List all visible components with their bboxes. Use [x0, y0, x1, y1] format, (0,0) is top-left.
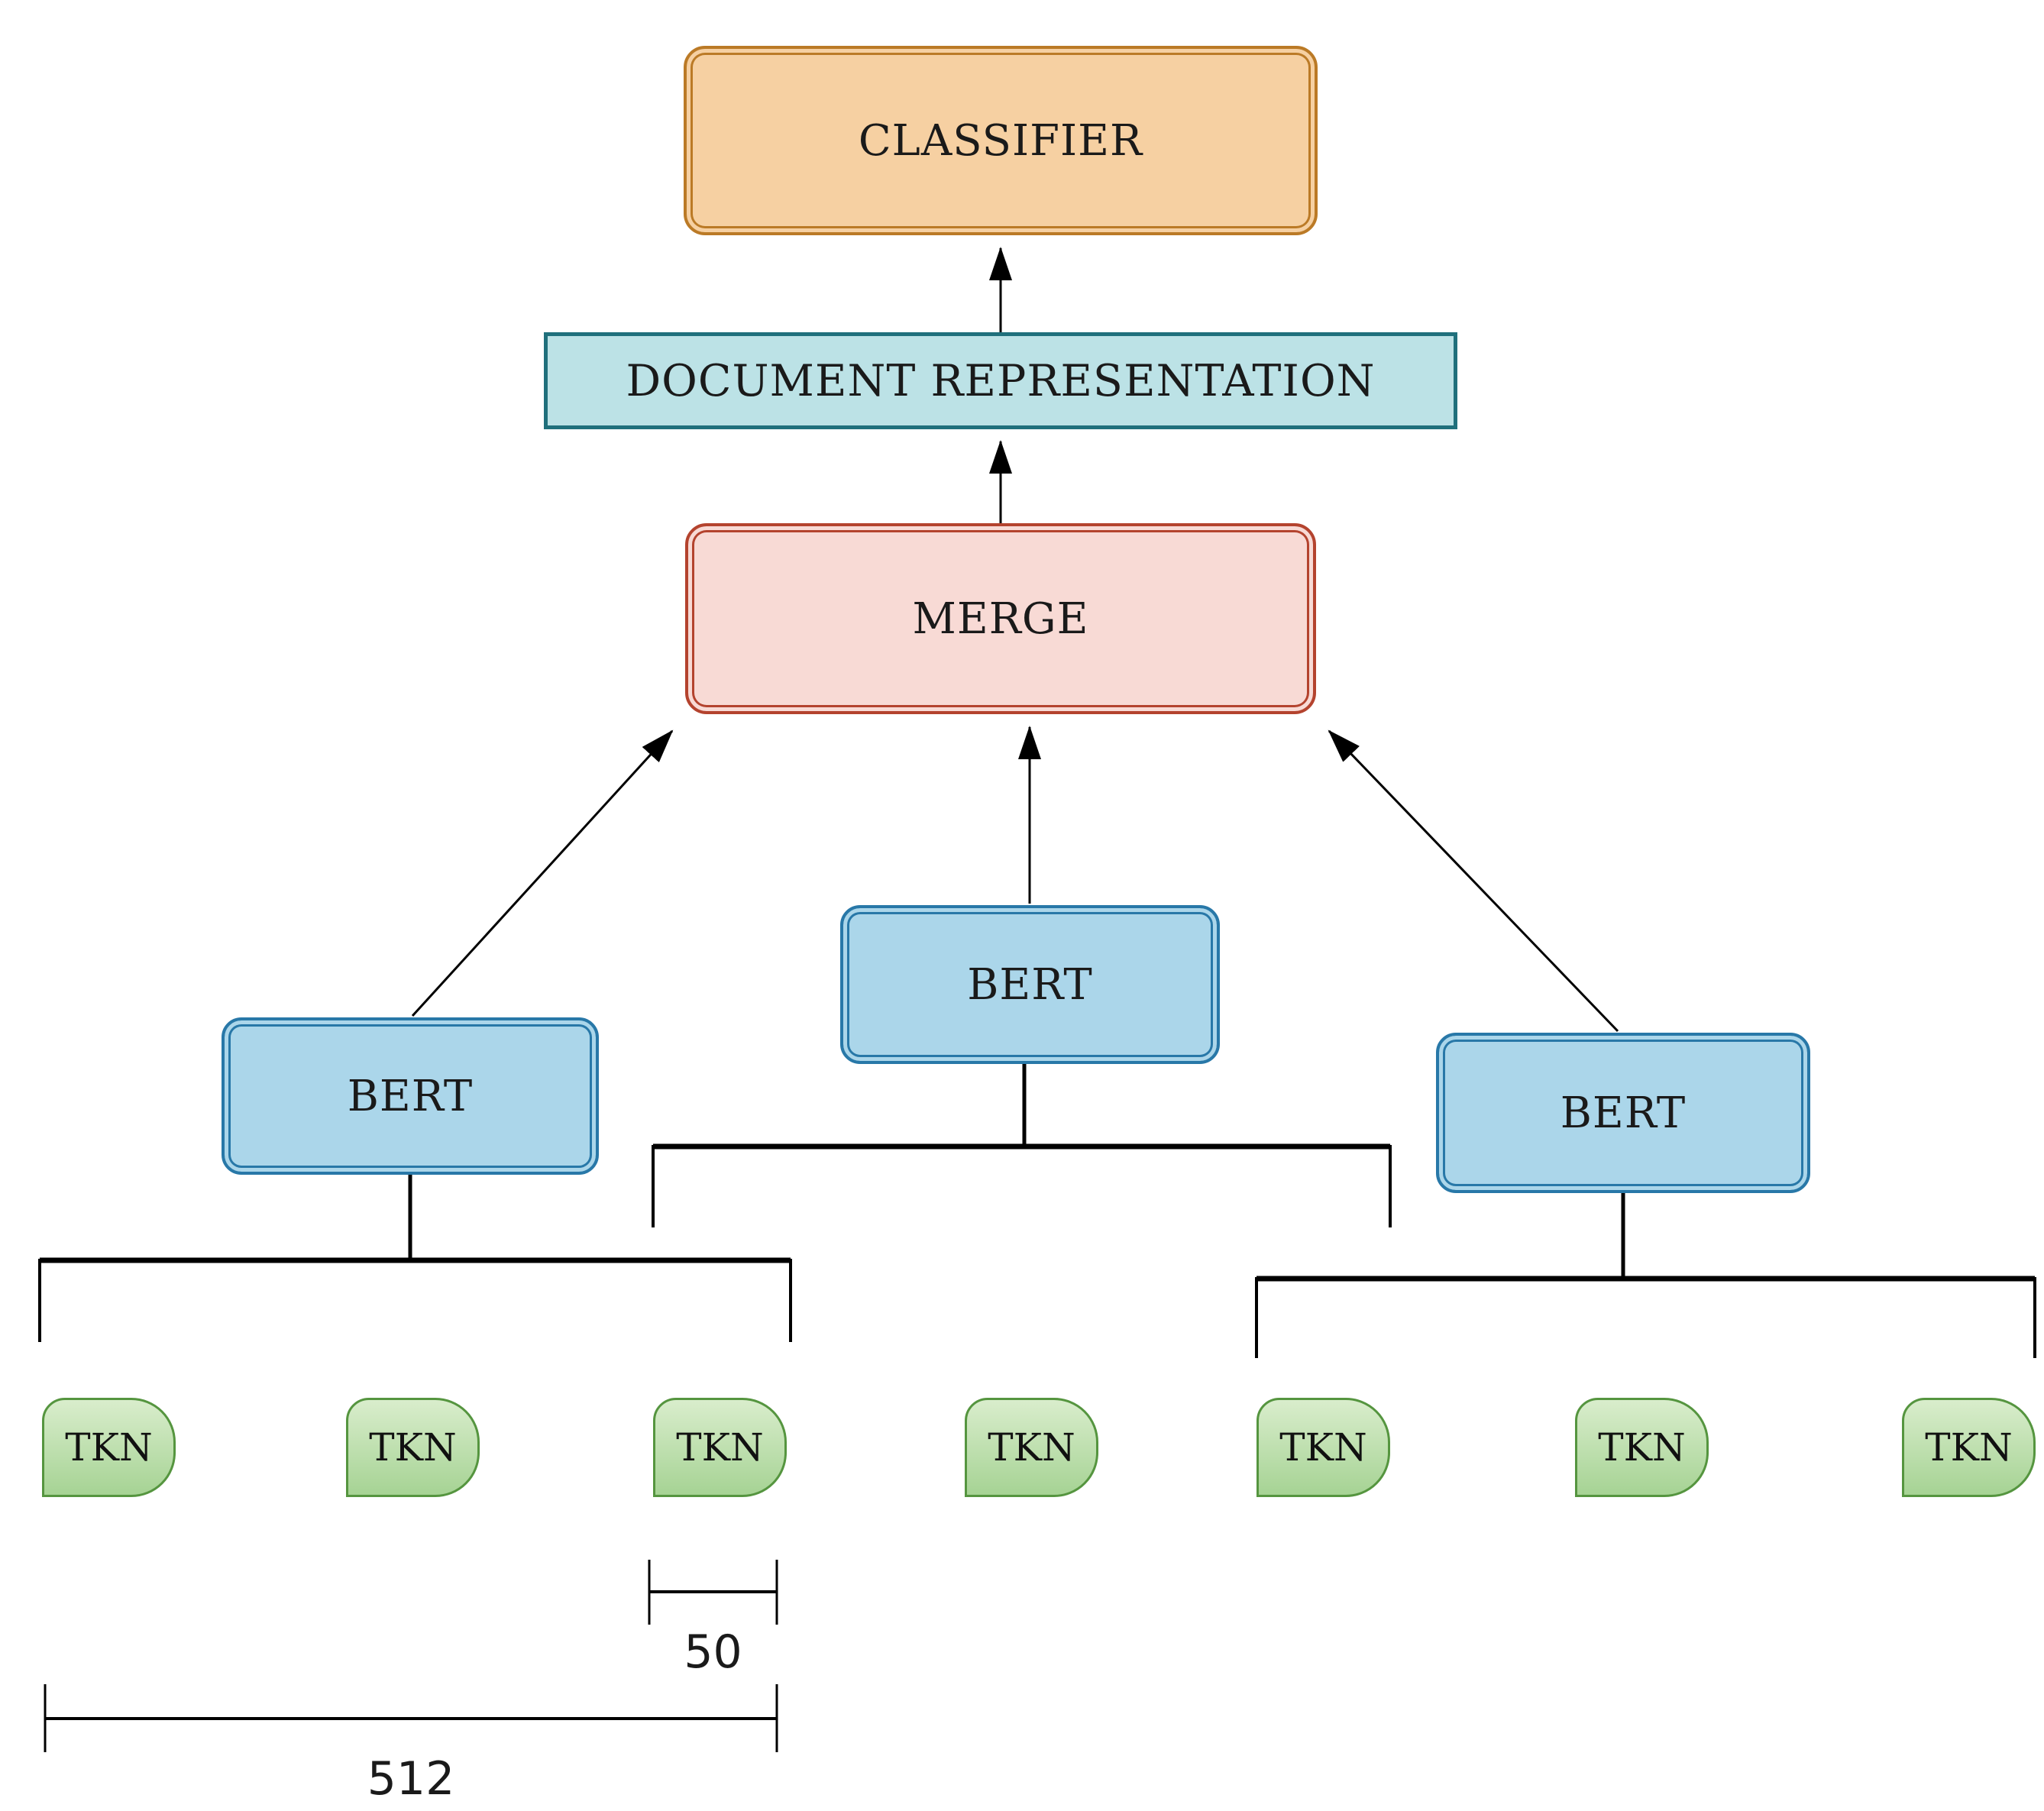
token-bubble-3: TKN	[653, 1398, 787, 1497]
document-representation-box: DOCUMENT REPRESENTATION	[544, 332, 1457, 429]
token-label: TKN	[988, 1425, 1075, 1470]
token-bubble-5: TKN	[1256, 1398, 1390, 1497]
bert-label: BERT	[967, 959, 1093, 1010]
bert-label: BERT	[1560, 1088, 1687, 1138]
document-representation-label: DOCUMENT REPRESENTATION	[626, 355, 1376, 406]
segment-length-measure-label: 512	[367, 1752, 455, 1806]
bracket-segment-1	[38, 1173, 792, 1342]
overlap-measure-label: 50	[684, 1625, 742, 1679]
token-bubble-1: TKN	[42, 1398, 176, 1497]
arrow-bert-right-to-merge	[1328, 729, 1619, 1033]
token-bubble-2: TKN	[346, 1398, 480, 1497]
merge-box: MERGE	[685, 523, 1316, 714]
token-bubble-4: TKN	[965, 1398, 1098, 1497]
bert-label: BERT	[347, 1071, 474, 1121]
token-label: TKN	[1279, 1425, 1367, 1470]
arrow-bert-left-to-merge	[411, 729, 674, 1017]
token-label: TKN	[1925, 1425, 2013, 1470]
bracket-segment-3	[1255, 1192, 2036, 1358]
ruler-overlap-50	[648, 1560, 778, 1625]
merge-label: MERGE	[912, 593, 1089, 644]
bert-box-middle: BERT	[840, 905, 1220, 1064]
token-label: TKN	[1598, 1425, 1686, 1470]
ruler-segment-512	[44, 1684, 778, 1752]
token-label: TKN	[369, 1425, 457, 1470]
token-label: TKN	[65, 1425, 153, 1470]
token-bubble-6: TKN	[1575, 1398, 1709, 1497]
bracket-segment-2	[652, 1062, 1392, 1227]
bert-box-right: BERT	[1436, 1033, 1810, 1193]
token-bubble-7: TKN	[1902, 1398, 2036, 1497]
classifier-box: CLASSIFIER	[684, 46, 1318, 235]
token-label: TKN	[676, 1425, 764, 1470]
bert-box-left: BERT	[222, 1017, 599, 1175]
classifier-label: CLASSIFIER	[858, 115, 1143, 166]
